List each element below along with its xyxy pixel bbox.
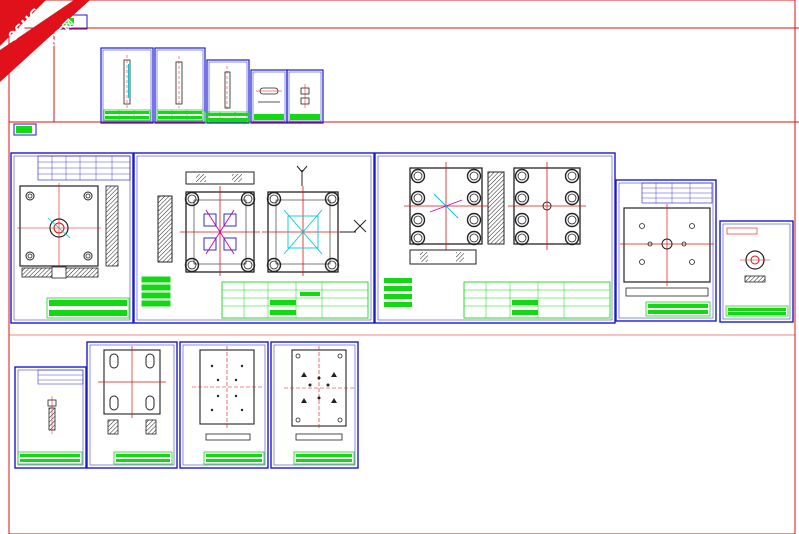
- sheet-locating-ring[interactable]: [719, 220, 794, 323]
- sheet-slider[interactable]: [250, 69, 288, 124]
- sheet-retainer-plate[interactable]: [270, 341, 359, 469]
- outer-frame: [8, 0, 799, 534]
- sheet-bush[interactable]: [286, 69, 324, 124]
- sheet-moving-half[interactable]: [374, 152, 616, 324]
- site-logo-ribbon: [0, 0, 90, 82]
- sheet-pin-1[interactable]: [100, 47, 154, 124]
- sheet-clamp-plate[interactable]: [615, 179, 717, 322]
- sheet-pin-2[interactable]: [154, 47, 206, 124]
- sheet-mold-assembly[interactable]: [133, 152, 375, 324]
- sheet-base-plate[interactable]: [10, 152, 134, 324]
- section-tag-middle[interactable]: [13, 123, 37, 136]
- sheet-support-plate[interactable]: [86, 341, 178, 469]
- sheet-ejector-plate[interactable]: [179, 341, 269, 469]
- sheet-pin-3[interactable]: [204, 59, 252, 124]
- sheet-sprue-bush[interactable]: [14, 366, 87, 469]
